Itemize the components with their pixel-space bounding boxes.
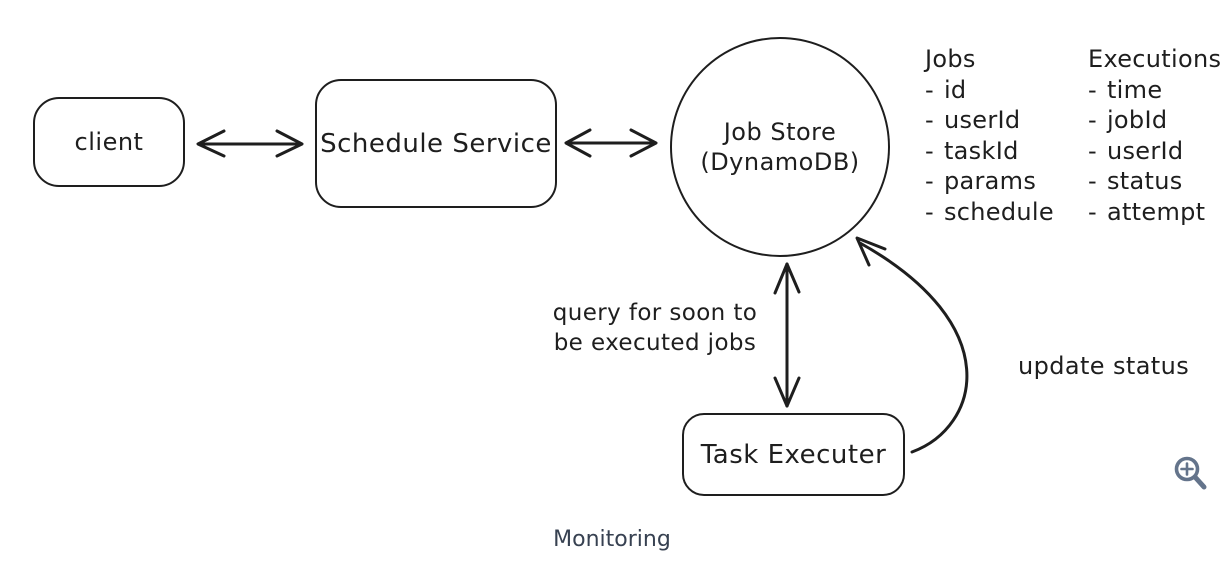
jobs-list-title: Jobs bbox=[925, 45, 976, 73]
node-task-executer: Task Executer bbox=[682, 413, 905, 496]
node-schedule-service: Schedule Service bbox=[315, 79, 557, 208]
list-item: -jobId bbox=[1088, 106, 1168, 134]
node-client-label: client bbox=[74, 128, 144, 156]
diagram-caption: Monitoring bbox=[553, 527, 671, 552]
list-item: -time bbox=[1088, 75, 1163, 104]
executions-attribute-list: Executions -time -jobId -userId -status … bbox=[1088, 44, 1221, 227]
edge-update-status bbox=[855, 236, 969, 454]
list-item: -userId bbox=[1088, 136, 1184, 165]
executions-list-title: Executions bbox=[1088, 45, 1222, 73]
node-client: client bbox=[33, 97, 185, 187]
node-task-executer-label: Task Executer bbox=[700, 439, 887, 470]
node-job-store: Job Store (DynamoDB) bbox=[670, 37, 890, 257]
list-item: -id bbox=[925, 75, 967, 104]
zoom-in-button[interactable] bbox=[1166, 449, 1210, 493]
list-item: -taskId bbox=[925, 136, 1019, 165]
list-item: -schedule bbox=[925, 197, 1054, 226]
edge-schedule-jobstore bbox=[564, 128, 658, 158]
node-schedule-service-label: Schedule Service bbox=[320, 128, 552, 159]
node-job-store-label-line1: Job Store bbox=[723, 118, 837, 146]
zoom-in-icon bbox=[1174, 456, 1207, 490]
edge-jobstore-taskexec bbox=[773, 262, 801, 408]
edge-label-update-status: update status bbox=[1018, 352, 1190, 380]
list-item: -attempt bbox=[1088, 197, 1206, 226]
list-item: -status bbox=[1088, 167, 1183, 195]
edge-label-query-line1: query for soon to bbox=[552, 300, 758, 326]
edge-label-query: query for soon to be executed jobs bbox=[535, 298, 775, 358]
list-item: -userId bbox=[925, 106, 1021, 134]
list-item: -params bbox=[925, 167, 1037, 195]
node-job-store-label-line2: (DynamoDB) bbox=[700, 148, 860, 176]
jobs-attribute-list: Jobs -id -userId -taskId -params -schedu… bbox=[925, 44, 1054, 227]
edge-client-schedule bbox=[196, 129, 304, 158]
edge-label-query-line2: be executed jobs bbox=[553, 330, 757, 356]
